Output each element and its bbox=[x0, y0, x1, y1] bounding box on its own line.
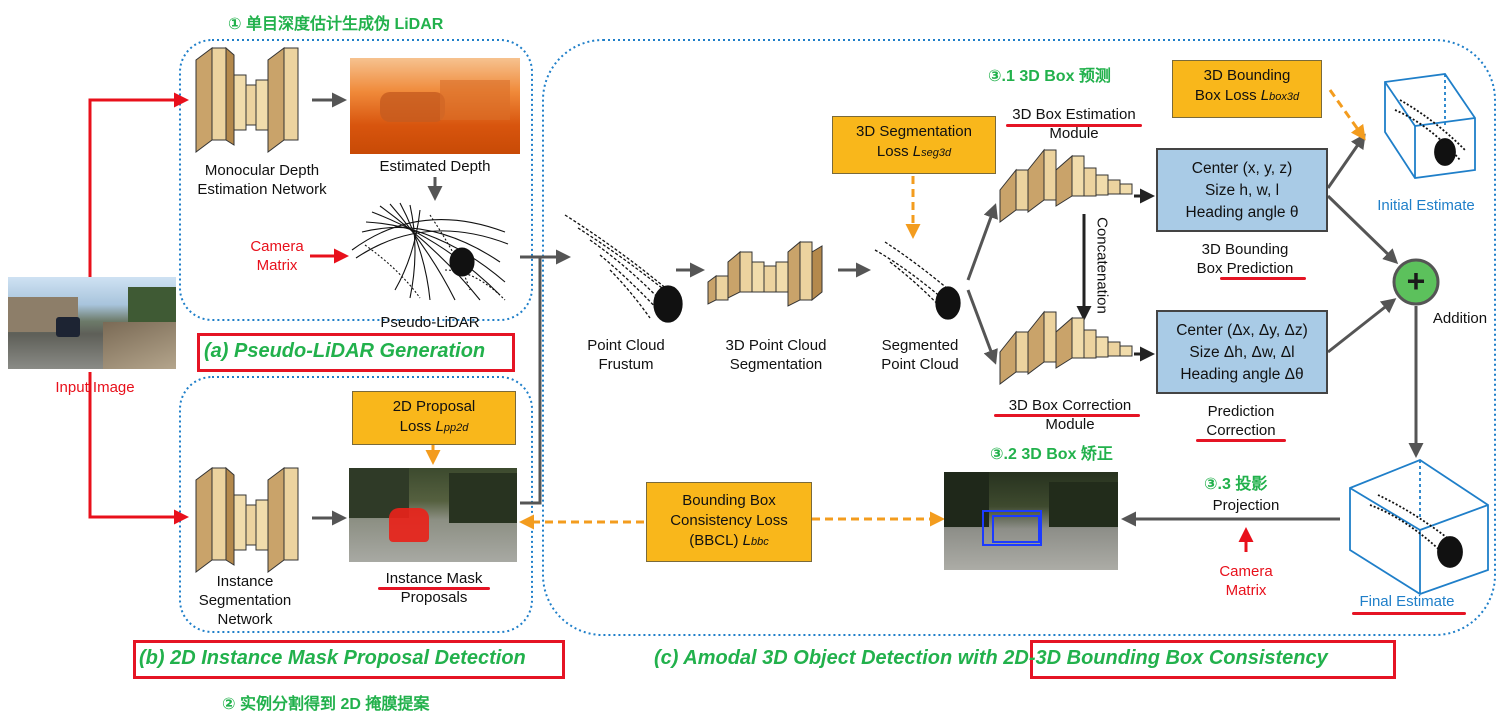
correction-underline bbox=[1196, 439, 1286, 442]
section-b-title-frame bbox=[133, 640, 565, 679]
addition-label: Addition bbox=[1432, 310, 1488, 327]
segmented-cloud-label: Segmented Point Cloud bbox=[881, 337, 959, 373]
correction-module-underline bbox=[994, 414, 1140, 417]
input-to-depth-arrow bbox=[88, 92, 189, 278]
prediction-underline bbox=[1220, 277, 1306, 280]
estimated-depth-label: Estimated Depth bbox=[379, 158, 491, 175]
depth-network-label: Monocular Depth Estimation Network bbox=[197, 162, 327, 198]
section-a-title-frame bbox=[197, 333, 515, 372]
section-a-title: (a) Pseudo-LiDAR Generation bbox=[204, 340, 486, 362]
input-image-photo bbox=[8, 277, 176, 369]
instance-seg-network-icon bbox=[195, 466, 299, 573]
step1-title: ① 单目深度估计生成伪 LiDAR bbox=[228, 16, 444, 33]
correction-module-label: 3D Box Correction Module bbox=[1008, 397, 1132, 433]
pc-seg-network-icon bbox=[707, 240, 823, 307]
initial-estimate-label: Initial Estimate bbox=[1377, 197, 1475, 214]
pseudo-lidar-cloud bbox=[351, 202, 509, 301]
segmented-cloud bbox=[874, 241, 961, 320]
input-to-seg-arrow bbox=[88, 372, 189, 525]
final-estimate-underline bbox=[1352, 612, 1466, 615]
concatenation-label: Concatenation bbox=[1093, 217, 1111, 314]
section-c-title: (c) Amodal 3D Object Detection with 2D-3… bbox=[654, 647, 1328, 669]
step32-title: ③.2 3D Box 矫正 bbox=[990, 446, 1113, 463]
region-c-outline bbox=[542, 39, 1496, 636]
prediction-label: 3D Bounding Box Prediction bbox=[1196, 241, 1294, 277]
section-c-title-frame bbox=[1030, 640, 1396, 679]
estimated-depth-image bbox=[350, 58, 520, 154]
step2-title: ② 实例分割得到 2D 掩膜提案 bbox=[222, 696, 430, 713]
frustum-label: Point Cloud Frustum bbox=[587, 337, 665, 373]
correction-label: Prediction Correction bbox=[1206, 403, 1276, 439]
step33-title: ③.3 投影 bbox=[1204, 476, 1268, 493]
pc-seg-label: 3D Point Cloud Segmentation bbox=[725, 337, 827, 373]
instance-mask-underline bbox=[378, 587, 490, 590]
box-correction-network-icon bbox=[999, 310, 1133, 385]
projection-photo bbox=[944, 472, 1118, 570]
section-b-title: (b) 2D Instance Mask Proposal Detection bbox=[139, 647, 526, 669]
correction-box: Center (Δx, Δy, Δz) Size Δh, Δw, Δl Head… bbox=[1156, 310, 1328, 394]
seg-loss-box: 3D Segmentation Loss Lseg3d bbox=[832, 116, 996, 174]
estimation-module-underline bbox=[1006, 124, 1142, 127]
instance-mask-photo bbox=[349, 468, 517, 562]
camera-matrix-label-a: Camera Matrix bbox=[250, 238, 304, 274]
depth-network-icon bbox=[195, 46, 299, 153]
box-loss-box: 3D Bounding Box Loss Lbox3d bbox=[1172, 60, 1322, 118]
final-estimate-box bbox=[1349, 458, 1489, 595]
final-estimate-label: Final Estimate bbox=[1359, 593, 1455, 610]
instance-seg-network-label: Instance Segmentation Network bbox=[198, 573, 292, 628]
camera-matrix-label-c: Camera Matrix bbox=[1219, 563, 1273, 599]
instance-mask-label: Instance Mask Proposals bbox=[385, 570, 483, 606]
pseudo-lidar-label: Pseudo-LiDAR bbox=[380, 314, 480, 331]
box-estimation-network-icon bbox=[999, 148, 1133, 223]
frustum-cloud bbox=[564, 214, 683, 323]
initial-estimate-box bbox=[1384, 73, 1476, 179]
input-image-label: Input Image bbox=[55, 379, 135, 396]
region-a-outline bbox=[179, 39, 533, 321]
projection-label: Projection bbox=[1212, 497, 1280, 514]
proposal-loss-box: 2D Proposal Loss Lpp2d bbox=[352, 391, 516, 445]
plus-sign: + bbox=[1406, 263, 1426, 299]
estimation-module-label: 3D Box Estimation Module bbox=[1012, 106, 1136, 142]
step31-title: ③.1 3D Box 预测 bbox=[988, 68, 1111, 85]
addition-node bbox=[1392, 258, 1440, 306]
prediction-box: Center (x, y, z) Size h, w, l Heading an… bbox=[1156, 148, 1328, 232]
bbcl-box: Bounding Box Consistency Loss (BBCL) Lbb… bbox=[646, 482, 812, 562]
